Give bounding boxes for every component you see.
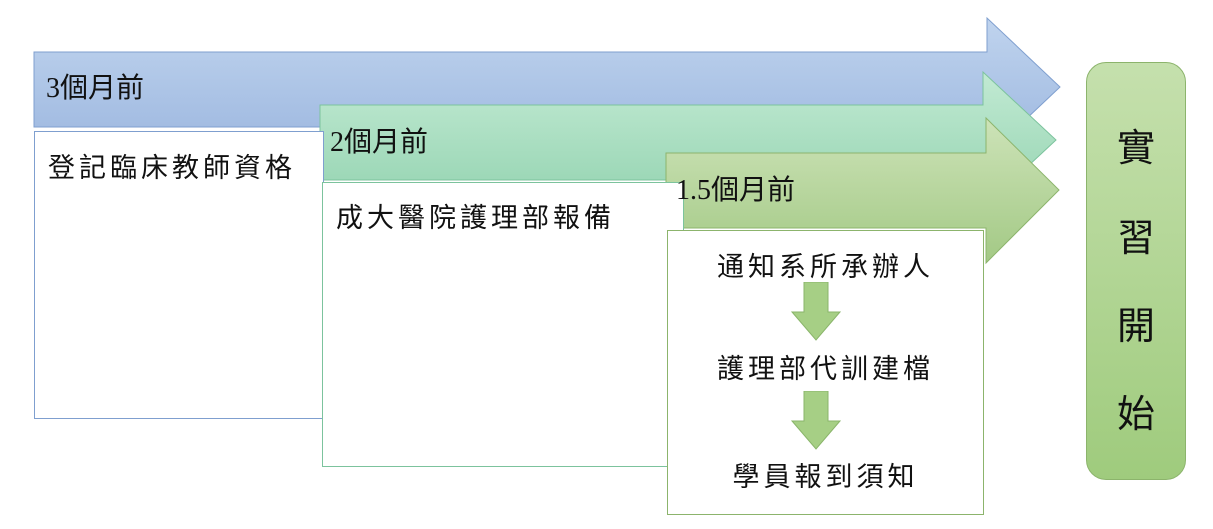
start-char-3: 開	[1116, 304, 1155, 348]
down-arrow-icon	[790, 391, 842, 450]
phase-2-months-box	[322, 182, 684, 467]
start-char-2: 習	[1116, 216, 1155, 260]
step-build-file: 護理部代訓建檔	[717, 354, 934, 385]
phase-1-5-months-label: 1.5個月前	[676, 175, 796, 206]
start-char-1: 實	[1116, 126, 1155, 170]
step-trainee-notice: 學員報到須知	[732, 462, 919, 493]
internship-start-box: 實 習 開 始	[1086, 62, 1186, 480]
phase-1-5-months-box: 通知系所承辦人 護理部代訓建檔 學員報到須知	[667, 230, 984, 515]
phase-3-months-task: 登記臨床教師資格	[48, 153, 296, 184]
phase-3-months-box	[34, 131, 324, 419]
phase-2-months-task: 成大醫院護理部報備	[336, 203, 615, 234]
step-notify-coordinator: 通知系所承辦人	[717, 252, 934, 283]
arrow-1-5-months	[665, 116, 1060, 265]
start-char-4: 始	[1116, 392, 1155, 436]
phase-3-months-label: 3個月前	[46, 73, 145, 104]
phase-2-months-label: 2個月前	[330, 127, 429, 158]
down-arrow-icon	[790, 282, 842, 341]
